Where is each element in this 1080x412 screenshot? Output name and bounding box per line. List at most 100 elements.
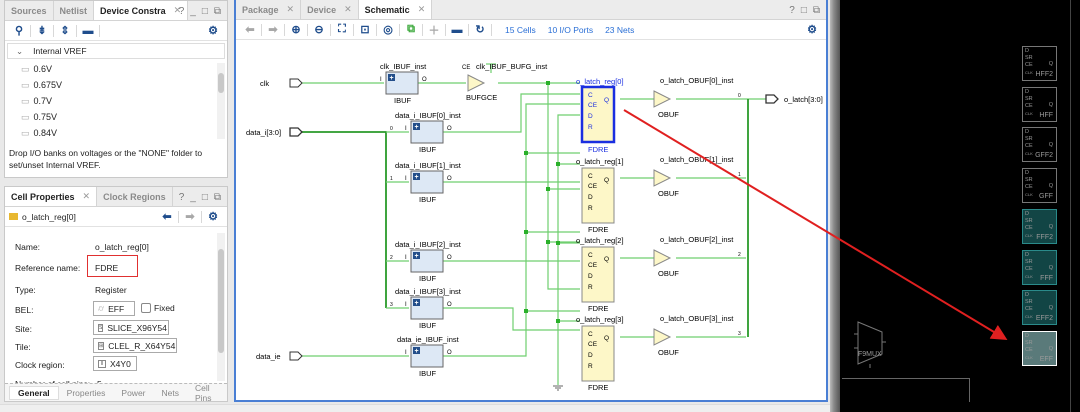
minimize-icon[interactable]: _ (190, 191, 196, 203)
remove-icon[interactable]: ▬ (82, 24, 94, 37)
auto-fit-selection-icon[interactable]: ◎ (383, 24, 393, 36)
back-icon[interactable]: ⬅ (162, 211, 172, 223)
add-icon[interactable]: ＋ (428, 24, 440, 37)
ibuf-data-i-3[interactable]: data_i_IBUF[3]_inst IBUF I O (395, 287, 462, 330)
properties-scrollbar[interactable] (217, 233, 225, 381)
close-icon[interactable]: ✕ (344, 4, 352, 14)
zoom-in-icon[interactable]: ⊕ (291, 24, 301, 36)
nets-count-link[interactable]: 23 Nets (605, 24, 635, 35)
tree-item[interactable]: ▭0.6V (21, 61, 62, 77)
float-icon[interactable]: ⧉ (213, 191, 221, 203)
schematic-canvas[interactable]: + (236, 40, 826, 400)
tree-scrollbar[interactable] (217, 63, 225, 139)
fixed-checkbox[interactable]: Fixed (141, 303, 175, 313)
zoom-out-icon[interactable]: ⊖ (314, 24, 324, 36)
bel-field[interactable]: ⌭EFF (93, 301, 135, 316)
tree-item[interactable]: ▭0.7V (21, 93, 62, 109)
tab-nets[interactable]: Nets (161, 387, 179, 398)
port-data-ie[interactable]: data_ie (256, 351, 303, 361)
tab-properties[interactable]: Properties (66, 387, 106, 398)
io-ports-count-link[interactable]: 10 I/O Ports (547, 24, 594, 35)
regenerate-icon[interactable]: ↻ (475, 24, 485, 36)
tree-item[interactable]: ▭0.675V (21, 77, 62, 93)
tab-package[interactable]: Package✕ (236, 0, 302, 19)
maximize-icon[interactable]: □ (800, 4, 807, 16)
help-icon[interactable]: ? (178, 191, 185, 203)
remove-icon[interactable]: ▬ (451, 23, 463, 36)
ibuf-data-i-2[interactable]: data_i_IBUF[2]_inst IBUF I O (395, 240, 462, 283)
reg-3[interactable]: o_latch_reg[3] C CE D R Q FDRE (576, 315, 624, 392)
zoom-to-selected-icon[interactable]: ⊡ (360, 24, 370, 36)
forward-icon[interactable]: ➡ (268, 24, 278, 36)
float-icon[interactable]: ⧉ (812, 4, 820, 16)
tab-device-constraints[interactable]: Device Constra✕ (94, 1, 189, 20)
port-o-latch[interactable]: o_latch[3:0] (765, 94, 823, 104)
tab-power[interactable]: Power (121, 387, 146, 398)
tree-root-internal-vref[interactable]: ⌄Internal VREF (7, 43, 225, 59)
back-icon[interactable]: ⬅ (245, 24, 255, 36)
tile-field[interactable]: ⊞CLEL_R_X64Y54 (93, 338, 177, 353)
ibuf-data-ie[interactable]: data_ie_IBUF_inst IBUF I O (397, 335, 460, 378)
tree-item[interactable]: ▭0.84V (21, 125, 62, 141)
tab-cell-properties[interactable]: Cell Properties✕ (5, 187, 98, 206)
expand-cell-icon[interactable]: ⧉ (407, 23, 415, 35)
close-icon[interactable]: ✕ (417, 4, 426, 14)
obuf-3[interactable]: o_latch_OBUF[3]_inst OBUF (653, 314, 734, 357)
obuf-0[interactable]: o_latch_OBUF[0]_inst OBUF (653, 76, 734, 119)
gear-icon[interactable]: ⚙ (807, 24, 817, 36)
checkbox-icon[interactable] (141, 303, 151, 313)
maximize-icon[interactable]: □ (201, 5, 208, 17)
bufgce[interactable]: CE clk_IBUF_BUFG_inst BUFGCE (462, 62, 548, 102)
scrollbar-thumb[interactable] (218, 73, 224, 93)
obuf-2[interactable]: o_latch_OBUF[2]_inst OBUF (653, 235, 734, 278)
help-icon[interactable]: ? (789, 4, 795, 16)
ibuf-data-i-1[interactable]: data_i_IBUF[1]_inst IBUF I O (395, 161, 462, 204)
help-icon[interactable]: ? (178, 5, 185, 17)
close-icon[interactable]: ✕ (173, 5, 182, 15)
gear-icon[interactable]: ⚙ (208, 25, 218, 37)
port-clk[interactable]: clk (260, 78, 303, 88)
reg-1[interactable]: o_latch_reg[1] C CE D R Q FDRE (576, 157, 624, 234)
expand-all-icon[interactable]: ⇕ (60, 25, 70, 37)
maximize-icon[interactable]: □ (201, 191, 208, 203)
close-icon[interactable]: ✕ (286, 4, 295, 14)
tab-cell-pins[interactable]: Cell Pins (194, 382, 212, 403)
device-view-splitter[interactable] (830, 0, 840, 412)
minimize-icon[interactable]: _ (190, 5, 196, 17)
tab-device[interactable]: Device✕ (301, 0, 359, 19)
close-icon[interactable]: ✕ (82, 191, 91, 201)
tab-schematic[interactable]: Schematic✕ (358, 0, 433, 19)
forward-icon[interactable]: ➡ (185, 211, 195, 223)
port-data-i[interactable]: data_i[3:0] (246, 127, 303, 137)
tree-item[interactable]: ▭0.75V (21, 109, 62, 125)
ibuf-data-i-0[interactable]: data_i_IBUF[0]_inst IBUF I O (395, 111, 462, 154)
reg-2[interactable]: o_latch_reg[2] C CE D R Q FDRE (576, 236, 624, 313)
cells-count-link[interactable]: 15 Cells (505, 24, 536, 35)
search-icon[interactable]: ⚲ (14, 25, 24, 37)
collapse-all-icon[interactable]: ⇟ (37, 25, 47, 37)
tab-clock-regions[interactable]: Clock Regions (97, 187, 173, 206)
ibuf-clk[interactable]: clk_IBUF_inst IBUF I O (380, 62, 427, 105)
f9mux[interactable]: F9MUX (852, 318, 892, 368)
tab-sources[interactable]: Sources (5, 1, 54, 20)
obuf-1[interactable]: o_latch_OBUF[1]_inst OBUF (653, 155, 734, 198)
reg-0[interactable]: o_latch_reg[0] C CE D R Q FDRE (576, 77, 624, 154)
scrollbar-thumb[interactable] (218, 249, 224, 353)
tab-general[interactable]: General (9, 385, 59, 400)
tab-netlist[interactable]: Netlist (54, 1, 95, 20)
zoom-fit-icon[interactable]: ⛶ (338, 23, 346, 35)
gear-icon[interactable]: ⚙ (208, 211, 218, 223)
float-icon[interactable]: ⧉ (213, 5, 221, 17)
chevron-down-icon[interactable]: ⌄ (16, 45, 24, 56)
